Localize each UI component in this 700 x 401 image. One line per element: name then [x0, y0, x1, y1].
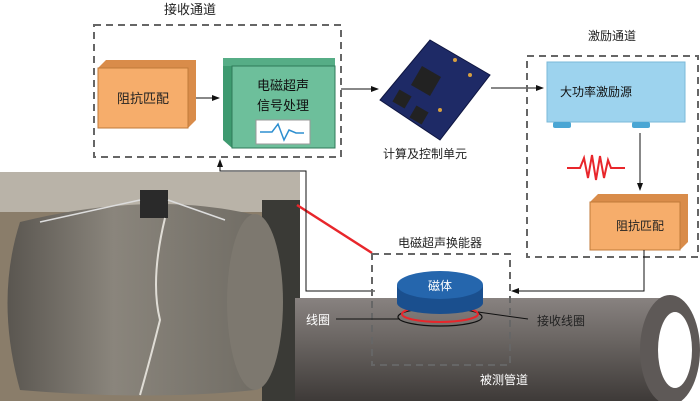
power-excitation-source: 大功率激励源: [546, 61, 686, 128]
magnet-label: 磁体: [428, 278, 452, 293]
control-unit-label: 计算及控制单元: [383, 146, 467, 161]
receive-channel-title: 接收通道: [164, 2, 216, 18]
control-unit-board: [379, 39, 491, 141]
excitation-wave-icon: [567, 154, 625, 181]
coil-label: 线圈: [306, 313, 330, 327]
receive-channel-box: [93, 24, 342, 158]
impedance-matching-excitation: 阻抗匹配: [589, 194, 688, 251]
cable-line: [296, 203, 373, 255]
svg-text:信号处理: 信号处理: [257, 99, 309, 114]
excitation-channel-box: [526, 55, 699, 258]
transducer-box: [371, 253, 511, 366]
test-pipe: [295, 295, 700, 401]
impedance-matching-receive: 阻抗匹配: [97, 60, 196, 129]
svg-text:大功率激励源: 大功率激励源: [560, 84, 632, 99]
svg-text:阻抗匹配: 阻抗匹配: [616, 218, 664, 233]
transducer-title: 电磁超声换能器: [398, 235, 482, 250]
svg-text:阻抗匹配: 阻抗匹配: [117, 92, 169, 107]
transducer: 磁体: [397, 271, 483, 327]
svg-text:电磁超声: 电磁超声: [257, 79, 309, 94]
waveform-icon: [260, 122, 304, 142]
pipe-photo: [0, 172, 300, 401]
excitation-channel-title: 激励通道: [588, 29, 636, 43]
signal-processing-unit: 电磁超声 信号处理: [223, 58, 336, 149]
receive-coil-label: 接收线圈: [537, 313, 585, 328]
pipe-label: 被测管道: [480, 372, 528, 387]
